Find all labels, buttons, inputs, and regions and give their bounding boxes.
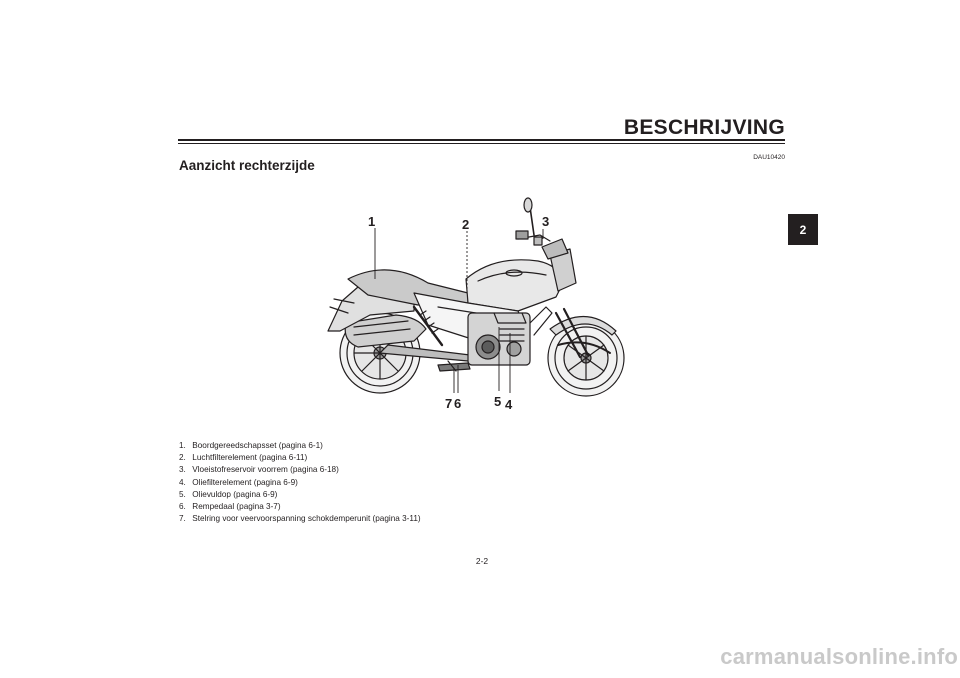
header-rule-thin (178, 143, 785, 144)
callout-7: 7 (445, 396, 452, 411)
legend-item: 4. Oliefilterelement (pagina 6-9) (179, 477, 298, 487)
motorcycle-drawing: 1 2 3 7 6 5 4 (327, 197, 625, 412)
legend-item: 1. Boordgereedschapsset (pagina 6-1) (179, 441, 323, 450)
legend-item-text: Boordgereedschapsset (pagina 6-1) (192, 441, 323, 450)
callout-3: 3 (542, 214, 549, 229)
motorcycle-illustration: 1 2 3 7 6 5 4 (318, 195, 648, 420)
watermark-link[interactable]: carmanualsonline.info (720, 644, 958, 669)
section-title: Aanzicht rechterzijde (179, 158, 315, 173)
callout-4: 4 (505, 397, 513, 412)
front-wheel (547, 319, 625, 397)
document-code: DAU10420 (753, 154, 785, 161)
page-number: 2-2 (475, 556, 489, 566)
legend-item-text: Rempedaal (pagina 3-7) (192, 502, 281, 512)
legend-item: 6. Rempedaal (pagina 3-7) (179, 502, 281, 512)
legend-item-text: Oliefilterelement (pagina 6-9) (192, 477, 298, 487)
header-rule (178, 139, 785, 141)
legend-item: 7. Stelring voor veervoorspanning schokd… (179, 514, 421, 524)
callout-6: 6 (454, 396, 461, 411)
page-header-title: BESCHRIJVING (623, 116, 785, 139)
callout-5: 5 (494, 394, 501, 409)
chapter-tab[interactable]: 2 (788, 214, 818, 245)
parts-legend: 1. Boordgereedschapsset (pagina 6-1) 2. … (179, 440, 599, 525)
callout-1: 1 (368, 214, 375, 229)
legend-item-text: Stelring voor veervoorspanning schokdemp… (192, 514, 421, 524)
callout-2: 2 (462, 217, 469, 232)
legend-item: 3. Vloeistofreservoir voorrem (pagina 6-… (179, 465, 339, 475)
legend-item-text: Luchtfilterelement (pagina 6-11) (192, 453, 308, 463)
legend-item-text: Olievuldop (pagina 6-9) (192, 489, 278, 499)
legend-item: 5. Olievuldop (pagina 6-9) (179, 489, 278, 499)
legend-item-text: Vloeistofreservoir voorrem (pagina 6-18) (192, 465, 339, 475)
legend-item: 2. Luchtfilterelement (pagina 6-11) (179, 453, 308, 463)
